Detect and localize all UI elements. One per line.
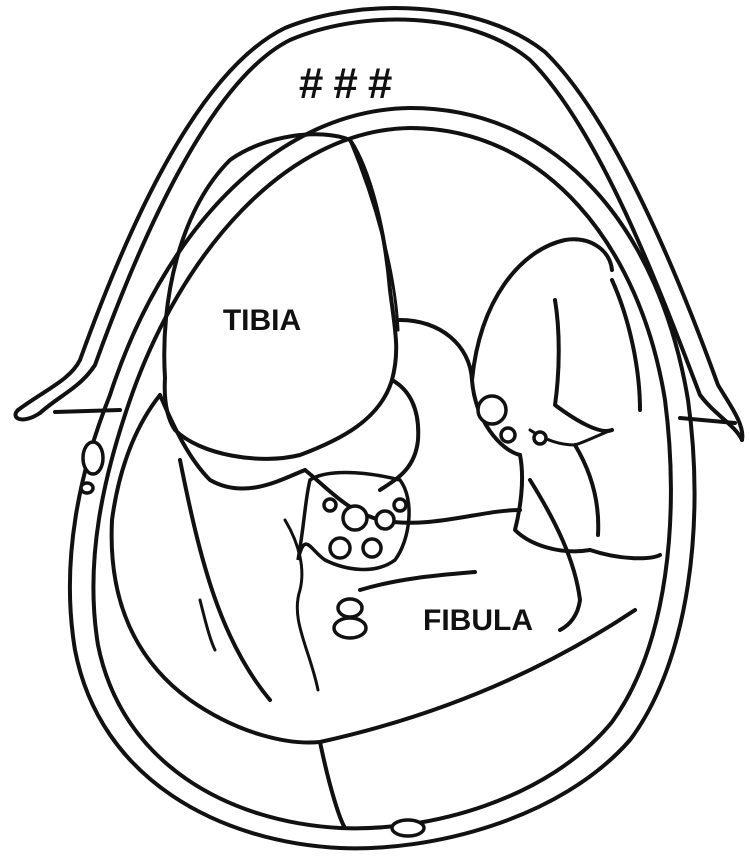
fibula-label: FIBULA: [423, 604, 533, 637]
vessel-anterior-2: [501, 428, 515, 442]
vessel-left-upper: [83, 442, 103, 474]
vessel-anterior-1: [478, 396, 506, 424]
vessel-central-6: [394, 499, 406, 511]
tibia-bone: [164, 134, 398, 459]
vessel-lower-2: [334, 618, 366, 638]
vessel-bottom: [392, 820, 424, 836]
vessel-anterior-3: [534, 432, 546, 444]
vessel-central-5: [324, 499, 336, 511]
cast-marker-text: ###: [298, 59, 401, 108]
vessel-central-4: [363, 539, 381, 557]
leg-outline: [70, 108, 695, 848]
vessel-central-3: [330, 538, 350, 558]
vessel-lower-1: [338, 599, 362, 617]
vessel-left-lower: [81, 483, 93, 493]
muscle-compartments: [112, 239, 660, 828]
vessel-central-1: [343, 506, 367, 530]
tibia-label: TIBIA: [223, 304, 301, 337]
vessel-central-2: [376, 511, 394, 529]
